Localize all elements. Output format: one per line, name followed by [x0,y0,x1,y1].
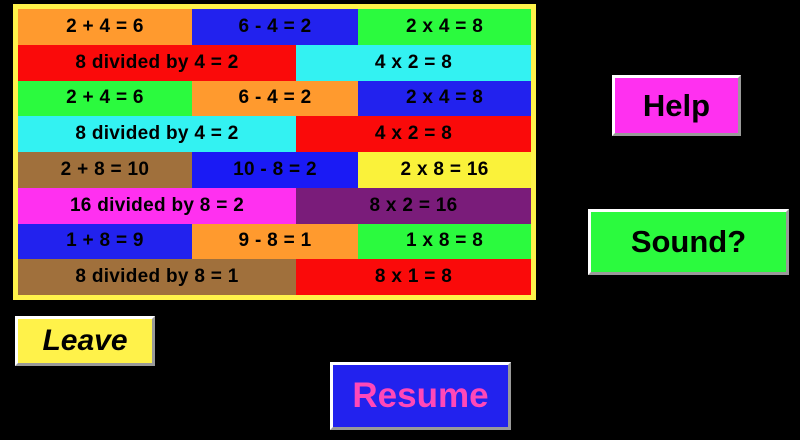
help-button[interactable]: Help [612,75,741,136]
leave-button[interactable]: Leave [15,316,155,366]
math-fact-cell[interactable]: 9 - 8 = 1 [191,223,359,260]
math-fact-cell[interactable]: 2 + 4 = 6 [18,9,192,45]
math-fact-cell[interactable]: 4 x 2 = 8 [296,44,531,81]
math-fact-cell[interactable]: 8 x 1 = 8 [296,259,531,295]
math-fact-cell[interactable]: 8 divided by 4 = 2 [18,116,297,152]
math-fact-cell[interactable]: 4 x 2 = 8 [296,116,531,152]
math-fact-cell[interactable]: 8 x 2 = 16 [296,187,531,224]
math-fact-cell[interactable]: 8 divided by 8 = 1 [18,259,297,295]
leave-button-label: Leave [42,324,128,357]
math-fact-cell[interactable]: 16 divided by 8 = 2 [18,187,297,224]
math-fact-cell[interactable]: 2 x 4 = 8 [358,80,531,117]
math-fact-cell[interactable]: 6 - 4 = 2 [191,80,359,117]
math-fact-cell[interactable]: 8 divided by 4 = 2 [18,44,297,81]
math-fact-cell[interactable]: 6 - 4 = 2 [191,9,359,45]
sound-button-label: Sound? [630,224,747,259]
sound-button[interactable]: Sound? [588,209,789,275]
math-fact-cell[interactable]: 2 x 4 = 8 [358,9,531,45]
resume-button-label: Resume [352,376,489,415]
resume-button[interactable]: Resume [330,362,511,430]
math-fact-cell[interactable]: 1 x 8 = 8 [358,223,531,260]
math-fact-cell[interactable]: 10 - 8 = 2 [191,152,359,188]
math-fact-cell[interactable]: 2 x 8 = 16 [358,152,531,188]
math-fact-cell[interactable]: 1 + 8 = 9 [18,223,192,260]
math-fact-cell[interactable]: 2 + 4 = 6 [18,80,192,117]
math-fact-cell[interactable]: 2 + 8 = 10 [18,152,192,188]
help-button-label: Help [642,87,711,123]
